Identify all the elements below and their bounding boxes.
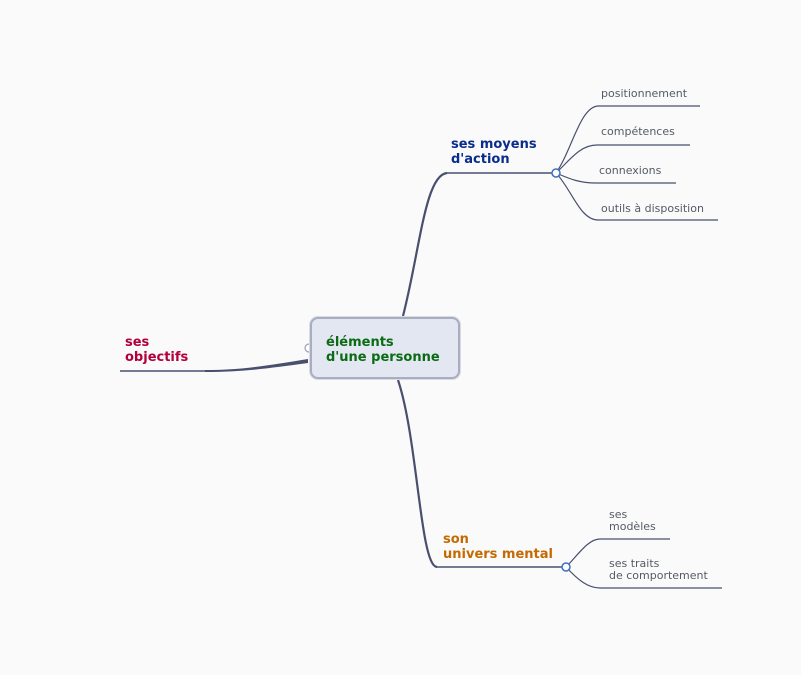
node-positionnement[interactable]: positionnement: [601, 87, 688, 100]
connector-positionnement: [555, 105, 700, 174]
node-modeles[interactable]: ses modèles: [609, 508, 656, 533]
collapse-handle-univers: [561, 562, 571, 572]
node-outils[interactable]: outils à disposition: [601, 202, 704, 215]
connector-modeles: [565, 538, 670, 568]
node-competences[interactable]: compétences: [601, 125, 675, 138]
connector-univers: [396, 379, 438, 569]
node-connexions[interactable]: connexions: [599, 164, 662, 177]
collapse-handle-moyens: [551, 168, 561, 178]
node-univers[interactable]: son univers mental: [443, 532, 553, 562]
connector-traits: [565, 566, 722, 589]
root-node[interactable]: [310, 317, 460, 379]
connector-objectifs: [205, 359, 308, 372]
connector-moyens: [401, 171, 448, 317]
node-objectifs[interactable]: ses objectifs: [125, 335, 189, 365]
root-label: éléments d'une personne: [326, 335, 440, 365]
connector-competences: [555, 144, 690, 174]
connector-outils: [555, 172, 718, 221]
node-traits[interactable]: ses traits de comportement: [609, 557, 708, 582]
node-moyens[interactable]: ses moyens d'action: [451, 137, 537, 167]
